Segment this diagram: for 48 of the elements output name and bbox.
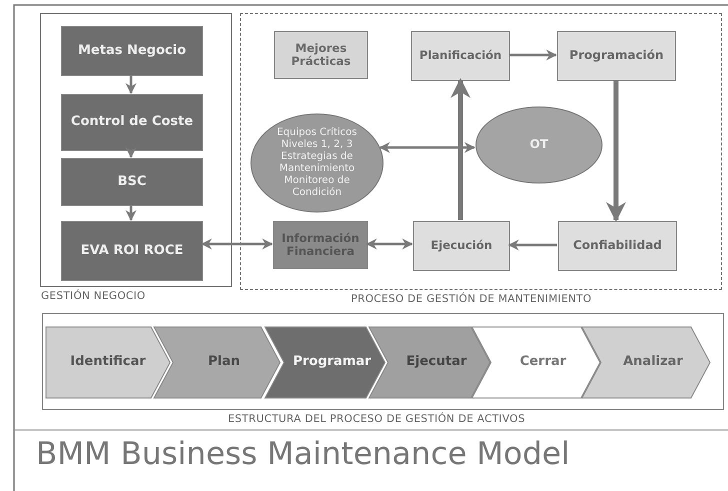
chevron-step [153,326,281,399]
panel-heading: GESTIÓN NEGOCIO [41,290,146,302]
arrow [450,78,470,220]
node-label: Plan [206,355,240,370]
node-label: Cerrar [518,355,566,370]
node-label: Ejecución [430,239,492,253]
process-box [273,221,368,269]
process-box [61,221,203,281]
arrow [126,205,136,222]
process-box [61,26,203,76]
panel-heading: ESTRUCTURA DEL PROCESO DE GESTIÓN DE ACTIVOS [228,413,526,425]
node-label: OT [530,138,548,152]
node-label: Programar [292,355,372,370]
process-box [558,221,677,271]
arrow [508,240,557,250]
node-label: Programación [569,49,664,63]
node-label: EVA ROI ROCE [80,244,184,258]
arrow [379,142,476,153]
chevron-step [45,326,171,399]
node-label: Equipos Críticos Niveles 1, 2, 3 Estrategias de Mantenimiento Monitoreo de Condición [276,127,358,199]
arrow [126,147,136,158]
node-label: Identificar [70,355,146,370]
node-label: Confiabilidad [573,239,662,253]
process-box [274,31,368,79]
process-box [557,31,676,81]
node-label: Mejores Prácticas [290,42,352,68]
node-label: BSC [118,174,146,190]
chevron-step [471,326,601,399]
arrow [606,80,626,222]
node-label: Ejecutar [405,355,467,370]
arrow [366,238,414,250]
chevron-step [264,326,386,399]
node-label: Control de Coste [70,115,194,130]
node-label: Analizar [622,355,683,370]
chevron-step [581,326,711,399]
arrow [509,50,558,60]
diagram-title: BMM Business Maintenance Model [36,436,570,472]
ellipse-node [475,106,603,184]
process-box [413,221,510,271]
panel-heading: PROCESO DE GESTIÓN DE MANTENIMIENTO [351,293,592,305]
ellipse-node [250,113,384,213]
process-box [61,94,203,151]
process-box [61,158,203,206]
node-label: Metas Negocio [78,44,186,58]
arrow [126,75,136,94]
process-box [411,31,510,81]
node-label: Planificación [419,49,502,63]
arrow [200,238,274,250]
